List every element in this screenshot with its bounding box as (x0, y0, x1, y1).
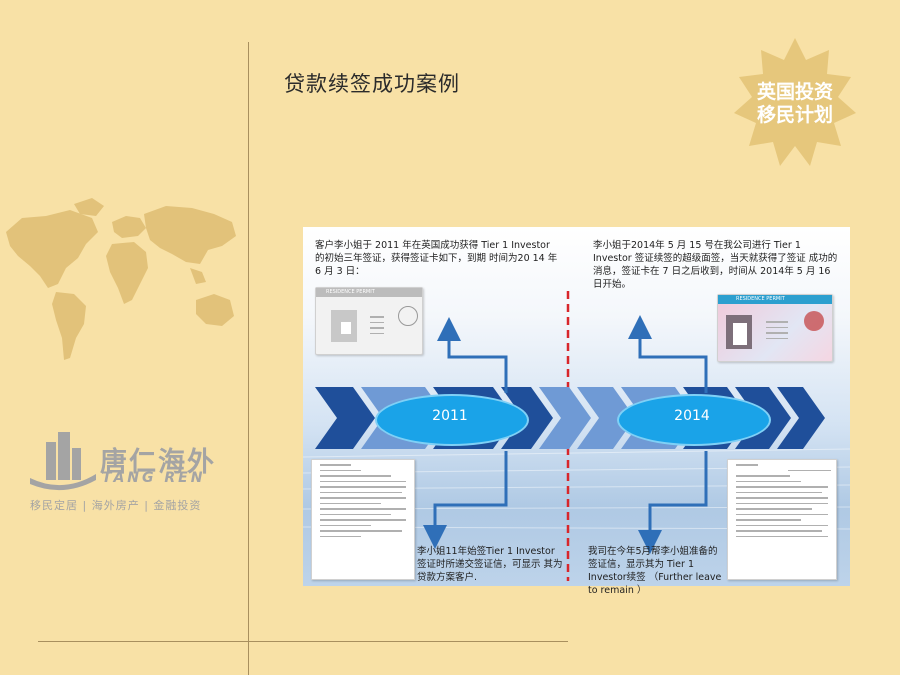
year-2014-ellipse (617, 394, 771, 446)
right-intro-text: 李小姐于2014年 5 月 15 号在我公司进行 Tier 1 Investor… (593, 240, 838, 290)
photo-mask-2014 (733, 323, 747, 345)
star-badge-icon (734, 38, 856, 166)
connector-arrows (423, 315, 708, 554)
permit-text-lines (362, 312, 392, 338)
left-bottom-caption: 李小姐11年始签Tier 1 Investor 签证时所递交签证信，可显示 其为… (417, 546, 563, 583)
badge-text: 英国投资 移民计划 (738, 81, 852, 127)
year-2014-label: 2014 (674, 408, 710, 424)
vertical-rule (248, 42, 249, 675)
crest-icon-2014 (804, 311, 824, 331)
badge-line1: 英国投资 (756, 81, 833, 103)
building-logo-icon (30, 432, 96, 491)
case-panel: 2011 2014 客户李小姐于 2011 年在英国成功获得 Tier 1 In… (302, 227, 851, 596)
crest-icon (398, 306, 418, 326)
left-intro-text: 客户李小姐于 2011 年在英国成功获得 Tier 1 Investor 的初始… (315, 240, 558, 277)
right-bottom-caption: 我司在今年5月帮李小姐准备的签证信，显示其为 Tier 1 Investor续签… (588, 546, 722, 596)
photo-mask (341, 322, 351, 334)
permit-header-2014: RESIDENCE PERMIT (718, 295, 832, 304)
badge-line2: 移民计划 (756, 104, 833, 126)
letter-lines-2014 (728, 464, 836, 537)
permit-header: RESIDENCE PERMIT (316, 288, 422, 297)
slide-title: 贷款续签成功案例 (284, 72, 460, 96)
visa-letter-2014 (727, 459, 837, 580)
permit-card-2014: RESIDENCE PERMIT (717, 294, 833, 362)
brand-name-en: TANG REN (102, 470, 206, 486)
world-map-icon (6, 198, 236, 360)
horizontal-rule (38, 641, 568, 642)
year-2011-ellipse (375, 394, 529, 446)
letter-lines (312, 464, 414, 537)
brand-name-cn: 唐仁海外 (100, 447, 216, 478)
permit-card-2011: RESIDENCE PERMIT (315, 287, 423, 355)
year-2011-label: 2011 (432, 408, 468, 424)
permit-text-lines-2014 (758, 317, 796, 343)
visa-letter-2011 (311, 459, 415, 580)
brand-tagline: 移民定居 | 海外房产 | 金融投资 (30, 499, 202, 512)
